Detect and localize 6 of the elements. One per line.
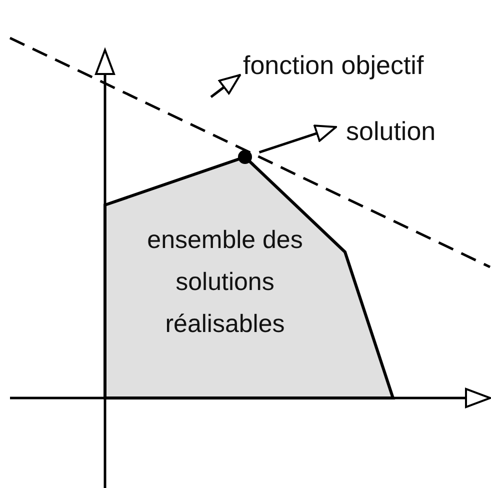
optimum-point — [238, 150, 252, 164]
arrow — [210, 74, 241, 98]
region-label: ensemble des solutions réalisables — [146, 225, 304, 340]
annotation-label: fonction objectif — [243, 50, 424, 80]
annotation-label: solution — [346, 116, 436, 146]
arrow — [258, 124, 337, 154]
